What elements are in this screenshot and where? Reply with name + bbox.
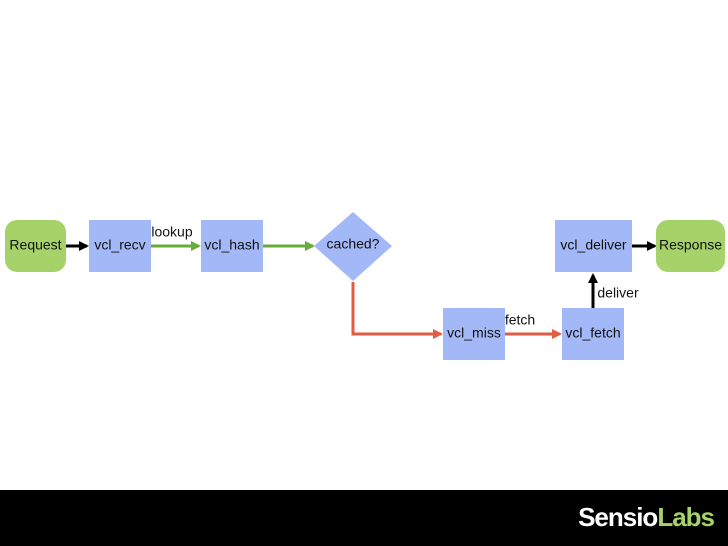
logo-text-sensio: Sensio	[578, 502, 658, 532]
edge-label-lookup: lookup	[151, 224, 192, 240]
arrow-cached-to-miss	[351, 282, 443, 339]
sensiolabs-logo: SensioLabs	[578, 502, 715, 532]
node-vcl-fetch: vcl_fetch	[562, 308, 624, 360]
node-response-label: Response	[659, 237, 722, 253]
node-vcl-fetch-label: vcl_fetch	[565, 325, 620, 341]
node-vcl-deliver-label: vcl_deliver	[560, 237, 626, 253]
node-vcl-deliver: vcl_deliver	[555, 220, 632, 272]
node-vcl-miss: vcl_miss	[443, 308, 505, 360]
node-vcl-recv: vcl_recv	[89, 220, 151, 272]
node-vcl-hash-label: vcl_hash	[204, 237, 259, 253]
footer-bar: SensioLabs	[0, 490, 728, 546]
edge-label-deliver: deliver	[597, 285, 639, 301]
node-vcl-hash: vcl_hash	[201, 220, 263, 272]
node-vcl-miss-label: vcl_miss	[447, 325, 501, 341]
edge-label-fetch: fetch	[505, 312, 535, 328]
node-vcl-recv-label: vcl_recv	[94, 237, 145, 253]
logo-text-labs: Labs	[657, 502, 715, 532]
node-cached-label: cached?	[327, 236, 380, 252]
node-cached-decision: cached?	[314, 212, 392, 281]
varnish-flow-diagram: Request vcl_recv vcl_hash cached? vcl_mi…	[5, 212, 725, 360]
node-request-label: Request	[9, 237, 61, 253]
node-response: Response	[656, 220, 725, 272]
node-request: Request	[5, 220, 66, 272]
